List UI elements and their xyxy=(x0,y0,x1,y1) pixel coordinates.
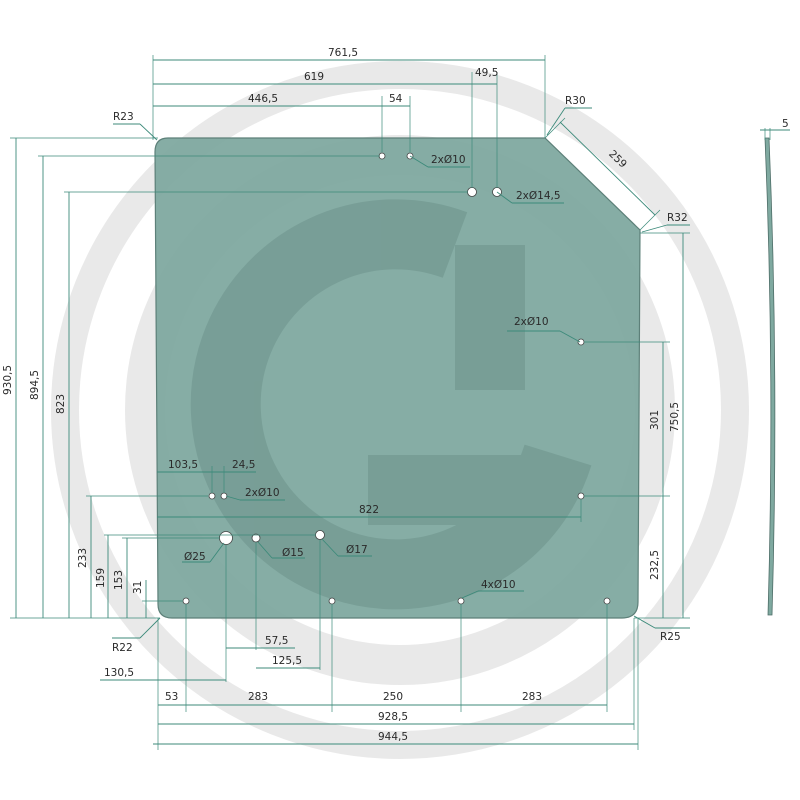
dim-57-5: 57,5 xyxy=(265,635,288,647)
dim-928-5: 928,5 xyxy=(378,711,408,723)
dim-250: 250 xyxy=(383,691,403,703)
label-top-2x14-5: 2xØ14,5 xyxy=(516,190,561,202)
hole-d17 xyxy=(315,530,325,540)
radius-labels: R23 R30 R32 R22 R25 xyxy=(112,95,690,654)
hole-left-1 xyxy=(208,492,216,500)
dim-822: 822 xyxy=(359,504,379,516)
dim-619: 619 xyxy=(304,71,324,83)
dim-233: 233 xyxy=(77,548,89,568)
right-dimensions: 750,5 301 232,5 xyxy=(584,232,690,619)
radius-r23: R23 xyxy=(113,111,134,123)
label-left-2x10: 2xØ10 xyxy=(245,487,280,499)
dim-944-5: 944,5 xyxy=(378,731,408,743)
dim-24-5: 24,5 xyxy=(232,459,255,471)
radius-r22: R22 xyxy=(112,642,133,654)
dim-125-5: 125,5 xyxy=(272,655,302,667)
label-d15: Ø15 xyxy=(282,547,304,559)
dim-103-5: 103,5 xyxy=(168,459,198,471)
dim-54: 54 xyxy=(389,93,403,105)
top-dimensions: 761,5 619 49,5 446,5 54 xyxy=(152,47,546,188)
side-profile xyxy=(764,137,776,616)
dim-894-5: 894,5 xyxy=(29,370,41,400)
radius-r30: R30 xyxy=(565,95,586,107)
dim-153: 153 xyxy=(113,570,125,590)
hole-bottom-2 xyxy=(328,597,336,605)
dim-301: 301 xyxy=(649,410,661,430)
dim-930-5: 930,5 xyxy=(2,365,14,395)
dim-53: 53 xyxy=(165,691,178,703)
dim-283-b: 283 xyxy=(522,691,542,703)
label-top-2x10: 2xØ10 xyxy=(431,154,466,166)
thickness-label: 5 xyxy=(782,118,789,130)
hole-right-1 xyxy=(577,338,585,346)
label-d17: Ø17 xyxy=(346,544,368,556)
radius-r25: R25 xyxy=(660,631,681,643)
left-dimensions: 930,5 894,5 823 233 159 153 31 xyxy=(2,137,468,619)
dim-159: 159 xyxy=(95,568,107,588)
hole-bottom-4 xyxy=(603,597,611,605)
inner-dimensions: 103,5 24,5 822 xyxy=(157,459,582,522)
radius-r32: R32 xyxy=(667,212,688,224)
dim-31: 31 xyxy=(132,581,144,594)
hole-callouts: 2xØ10 2xØ14,5 2xØ10 2xØ10 Ø25 Ø15 Ø17 4x… xyxy=(182,154,581,599)
dim-232-5: 232,5 xyxy=(649,550,661,580)
glass-panel xyxy=(154,137,641,619)
hole-bottom-3 xyxy=(457,597,465,605)
bottom-dimensions: 57,5 125,5 130,5 53 283 250 283 928,5 94… xyxy=(100,540,639,750)
hole-right-2 xyxy=(577,492,585,500)
hole-top-3 xyxy=(467,187,477,197)
glass-watermark xyxy=(190,199,592,610)
hole-d25 xyxy=(219,531,233,545)
dim-446-5: 446,5 xyxy=(248,93,278,105)
dim-761-5: 761,5 xyxy=(328,47,358,59)
hole-bottom-1 xyxy=(182,597,190,605)
dim-750-5: 750,5 xyxy=(669,402,681,432)
dim-823: 823 xyxy=(55,394,67,414)
dim-49-5: 49,5 xyxy=(475,67,498,79)
dim-130-5: 130,5 xyxy=(104,667,134,679)
label-d25: Ø25 xyxy=(184,551,206,563)
dim-283-a: 283 xyxy=(248,691,268,703)
label-bottom-4x10: 4xØ10 xyxy=(481,579,516,591)
label-right-2x10: 2xØ10 xyxy=(514,316,549,328)
